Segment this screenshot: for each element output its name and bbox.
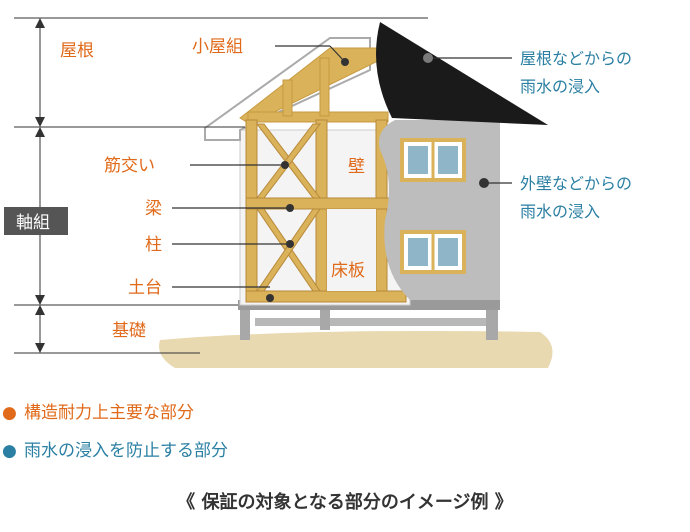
dimension-arrows: [35, 18, 45, 353]
label-roof-rain-1: 屋根などからの: [520, 49, 632, 68]
label-roof-rain-2: 雨水の浸入: [520, 77, 600, 96]
legend-structural: 構造耐力上主要な部分: [24, 403, 194, 423]
label-hashira: 柱: [145, 235, 162, 255]
label-hari: 梁: [145, 199, 162, 219]
timber-frame: [245, 119, 407, 303]
label-dodai: 土台: [128, 278, 162, 298]
ground: [159, 331, 553, 368]
window-upper: [400, 138, 466, 182]
leader-dots: [266, 53, 489, 302]
label-wall-rain-2: 雨水の浸入: [520, 202, 600, 221]
beam: [245, 197, 407, 210]
label-wall-rain-1: 外壁などからの: [520, 174, 632, 193]
label-yukaita: 床板: [331, 261, 365, 281]
post-left: [245, 119, 258, 303]
brace-2: [255, 123, 322, 199]
legend-rainwater: 雨水の浸入を防止する部分: [24, 441, 228, 461]
brace-4: [256, 208, 321, 292]
sill: [245, 290, 407, 303]
caption: 《 保証の対象となる部分のイメージ例 》: [177, 491, 513, 513]
window-lower: [400, 230, 466, 274]
legend-bullet-rainwater: ●: [2, 441, 17, 461]
label-koyagumi: 小屋組: [192, 37, 243, 57]
legend-bullet-structural: ●: [2, 403, 17, 423]
roof: [376, 22, 548, 125]
jikugumi-badge: [4, 207, 68, 235]
legend: ● 構造耐力上主要な部分 ● 雨水の浸入を防止する部分: [2, 403, 228, 461]
label-kabe: 壁: [348, 157, 365, 177]
label-sujikai: 筋交い: [104, 156, 155, 176]
floor-board-area: [327, 209, 376, 291]
label-roof: 屋根: [60, 41, 94, 61]
label-foundation: 基礎: [112, 321, 146, 341]
label-jikugumi: 軸組: [16, 213, 50, 233]
